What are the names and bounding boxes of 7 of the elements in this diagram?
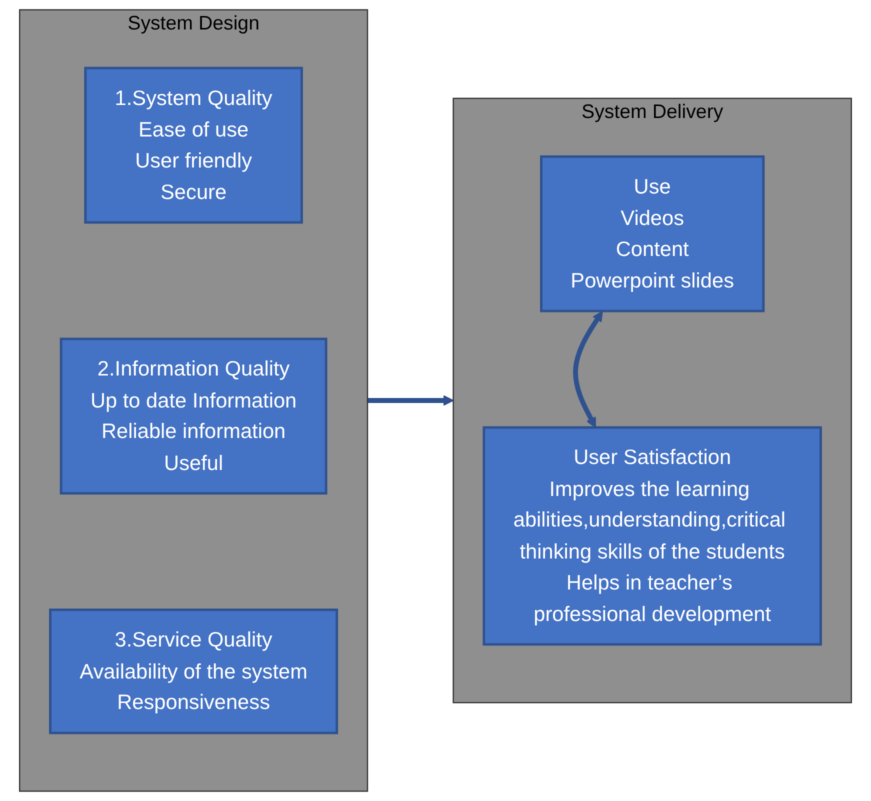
node-box: 2.Information Quality Up to date Information Reliable information Useful bbox=[60, 338, 328, 495]
node-box: Use Videos Content Powerpoint slides bbox=[540, 155, 765, 312]
node-box: 3.Service Quality Availability of the system Responsiveness bbox=[49, 608, 338, 734]
node-box: User Satisfaction Improves the learning abilities,understanding,critical thinking skills of the students Helps in teacher’s professional development bbox=[482, 426, 822, 646]
node-box: 1.System Quality Ease of use User friendly Secure bbox=[84, 66, 303, 224]
arrow bbox=[573, 310, 603, 428]
arrow bbox=[368, 395, 454, 406]
